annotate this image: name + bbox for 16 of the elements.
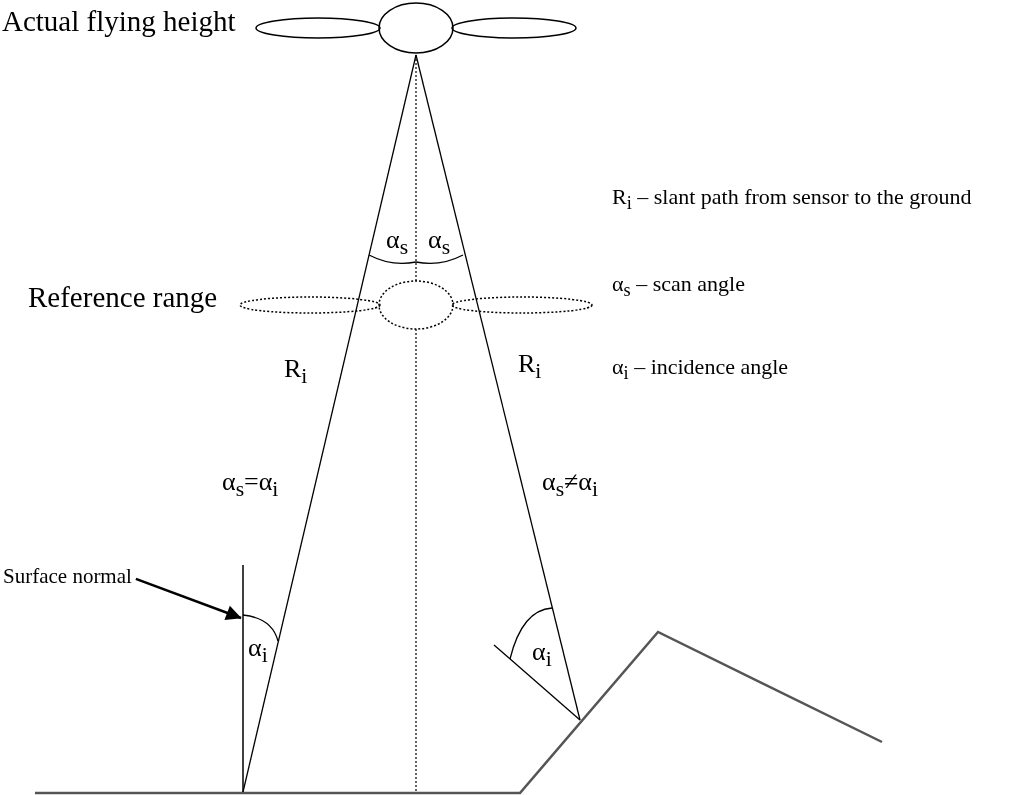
diagram-label: Reference range (28, 282, 218, 314)
angle-label: α$_{s}$ (428, 226, 451, 260)
angle-label: α$_{i}$ (248, 634, 268, 668)
legend-text: α$_{i}$ – incidence angle (612, 355, 789, 384)
line-label: R$_{i}$ (284, 355, 308, 389)
callout-text: Surface normal (3, 565, 132, 589)
angle-label: α$_{i}$ (532, 638, 552, 672)
angle-label: α$_{s}$ (386, 226, 409, 260)
equation-label: α$_{s}$=α$_{i}$ (222, 468, 279, 502)
diagram-label: Actual flying height (2, 6, 236, 38)
surface-normal-line (242, 564, 244, 793)
legend-text: α$_{s}$ – scan angle (612, 272, 745, 301)
line-label: R$_{i}$ (518, 350, 542, 384)
legend-text: R$_{i}$ – slant path from sensor to the ground (612, 185, 972, 214)
leader-arrow (135, 577, 242, 621)
equation-label: α$_{s}$≠α$_{i}$ (542, 468, 598, 502)
